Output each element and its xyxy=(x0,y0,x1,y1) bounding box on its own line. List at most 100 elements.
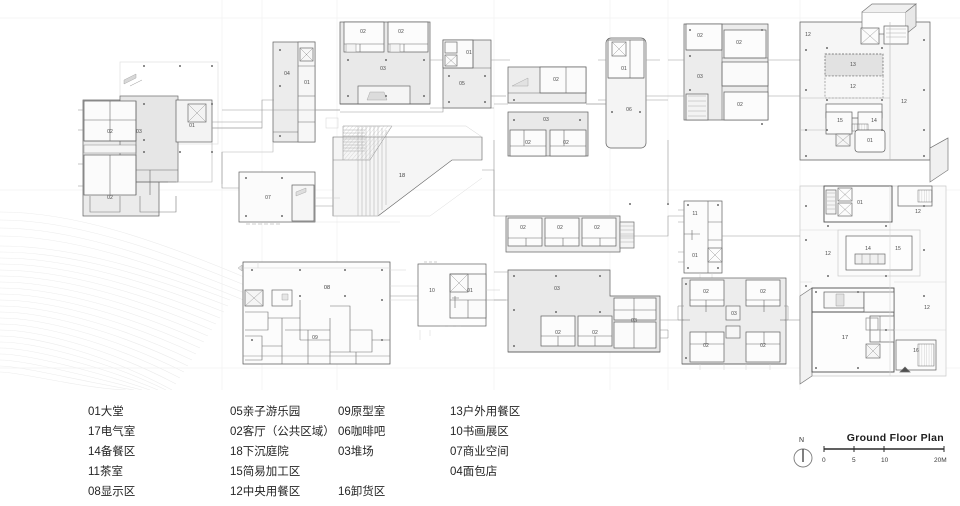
drawing-title: Ground Floor Plan xyxy=(846,432,944,444)
scale-tick-10: 10 xyxy=(881,457,889,464)
room-tag: 16 xyxy=(913,348,919,354)
room-tag: 18 xyxy=(399,173,405,179)
legend-list: 01大堂 05亲子游乐园 09原型室 13户外用餐区 17电气室 02客厅（公共… xyxy=(88,402,560,502)
building-block-right-quad xyxy=(677,277,789,370)
column-dots-left xyxy=(143,65,213,153)
room-tag: 12 xyxy=(850,84,856,90)
room-tag: 02 xyxy=(557,225,563,231)
room-tag: 02 xyxy=(107,195,113,201)
building-block-08-09 xyxy=(237,261,420,365)
legend-spacer xyxy=(450,482,560,502)
room-tag: 03 xyxy=(380,66,386,72)
building-block-right-f xyxy=(668,23,800,121)
room-tag: 17 xyxy=(842,335,848,341)
room-tag: 02 xyxy=(737,102,743,108)
room-tag: 08 xyxy=(324,285,330,291)
legend-item: 05亲子游乐园 xyxy=(230,406,301,418)
room-tag: 13 xyxy=(850,62,856,68)
building-block-mid-e xyxy=(598,37,668,149)
room-tag: 12 xyxy=(901,99,907,105)
legend-item: 08显示区 xyxy=(88,486,136,498)
terrain-contours xyxy=(0,211,271,390)
building-block-mid-d xyxy=(494,66,610,157)
room-tag: 02 xyxy=(398,29,404,35)
legend-area: 01大堂 05亲子游乐园 09原型室 13户外用餐区 17电气室 02客厅（公共… xyxy=(0,390,960,506)
room-tag: 05 xyxy=(459,81,465,87)
room-tag: 02 xyxy=(555,330,561,336)
room-tag: 04 xyxy=(284,71,290,77)
room-tag: 14 xyxy=(865,246,871,252)
room-tag: 02 xyxy=(736,40,742,46)
room-tag: 14 xyxy=(871,118,877,124)
room-tag: 01 xyxy=(857,200,863,206)
room-tag: 02 xyxy=(525,140,531,146)
room-tag: 12 xyxy=(805,32,811,38)
room-tag: 03 xyxy=(731,311,737,317)
room-tag: 02 xyxy=(107,129,113,135)
room-tag: 02 xyxy=(563,140,569,146)
room-tag: 02 xyxy=(697,33,703,39)
floor-plan-drawing: 02 03 01 02 04 01 02 02 03 01 05 02 01 0… xyxy=(0,0,960,390)
room-tag: 03 xyxy=(554,286,560,292)
room-tag: 01 xyxy=(692,253,698,259)
room-tag: 01 xyxy=(867,138,873,144)
legend-item: 04面包店 xyxy=(450,466,498,478)
legend-item: 01大堂 xyxy=(88,406,124,418)
room-tag: 03 xyxy=(631,318,637,324)
building-block-03-cluster xyxy=(494,269,669,353)
room-tag: 03 xyxy=(697,74,703,80)
room-code-labels: 02 03 01 02 04 01 02 02 03 01 05 02 01 0… xyxy=(107,29,930,354)
north-label: N xyxy=(799,437,805,444)
building-block-mid-row-02 xyxy=(505,215,635,253)
room-tag: 02 xyxy=(360,29,366,35)
scale-tick-0: 0 xyxy=(822,457,826,464)
legend-item: 15简易加工区 xyxy=(230,466,301,478)
site-path-lines xyxy=(212,95,800,321)
room-tag: 03 xyxy=(136,129,142,135)
legend-item: 03堆场 xyxy=(338,446,374,458)
legend-item: 02客厅（公共区域） xyxy=(230,426,335,438)
north-arrow: N xyxy=(790,437,816,472)
building-block-11-01 xyxy=(678,200,723,282)
room-tag: 12 xyxy=(825,251,831,257)
room-tag: 09 xyxy=(312,335,318,341)
legend-item: 10书画展区 xyxy=(450,426,509,438)
room-tag: 01 xyxy=(621,66,627,72)
room-tag: 01 xyxy=(466,50,472,56)
room-tag: 06 xyxy=(626,107,632,113)
scale-tick-5: 5 xyxy=(852,457,856,464)
room-tag: 07 xyxy=(265,195,271,201)
legend-item: 13户外用餐区 xyxy=(450,406,521,418)
building-block-top-a xyxy=(221,41,316,184)
building-block-top-c xyxy=(430,39,510,109)
room-tag: 02 xyxy=(592,330,598,336)
building-block-07 xyxy=(238,171,340,225)
room-tag: 10 xyxy=(429,288,435,294)
room-tag: 03 xyxy=(543,117,549,123)
legend-item: 18下沉庭院 xyxy=(230,446,289,458)
room-tag: 12 xyxy=(924,305,930,311)
legend-item: 12中央用餐区 xyxy=(230,486,301,498)
legend-item: 11茶室 xyxy=(88,466,123,478)
building-block-far-right-top xyxy=(799,3,949,183)
room-tag: 02 xyxy=(703,343,709,349)
room-tag: 02 xyxy=(520,225,526,231)
building-block-far-right-bottom xyxy=(799,185,947,385)
legend-spacer xyxy=(338,462,450,482)
room-tag: 01 xyxy=(467,288,473,294)
scale-tick-20: 20M xyxy=(934,457,947,464)
legend-item: 16卸货区 xyxy=(338,486,386,498)
room-tag: 12 xyxy=(915,209,921,215)
room-tag: 02 xyxy=(553,77,559,83)
room-tag: 02 xyxy=(760,343,766,349)
room-tag: 02 xyxy=(703,289,709,295)
scale-and-north-block: Ground Floor Plan N 0 5 10 20M xyxy=(782,410,952,470)
room-tag: 15 xyxy=(895,246,901,252)
scale-bar xyxy=(822,444,946,460)
building-block-top-b xyxy=(222,21,494,113)
legend-item: 14备餐区 xyxy=(88,446,136,458)
room-tag: 02 xyxy=(594,225,600,231)
room-tag: 15 xyxy=(837,118,843,124)
building-block-left xyxy=(78,61,262,217)
room-tag: 02 xyxy=(760,289,766,295)
